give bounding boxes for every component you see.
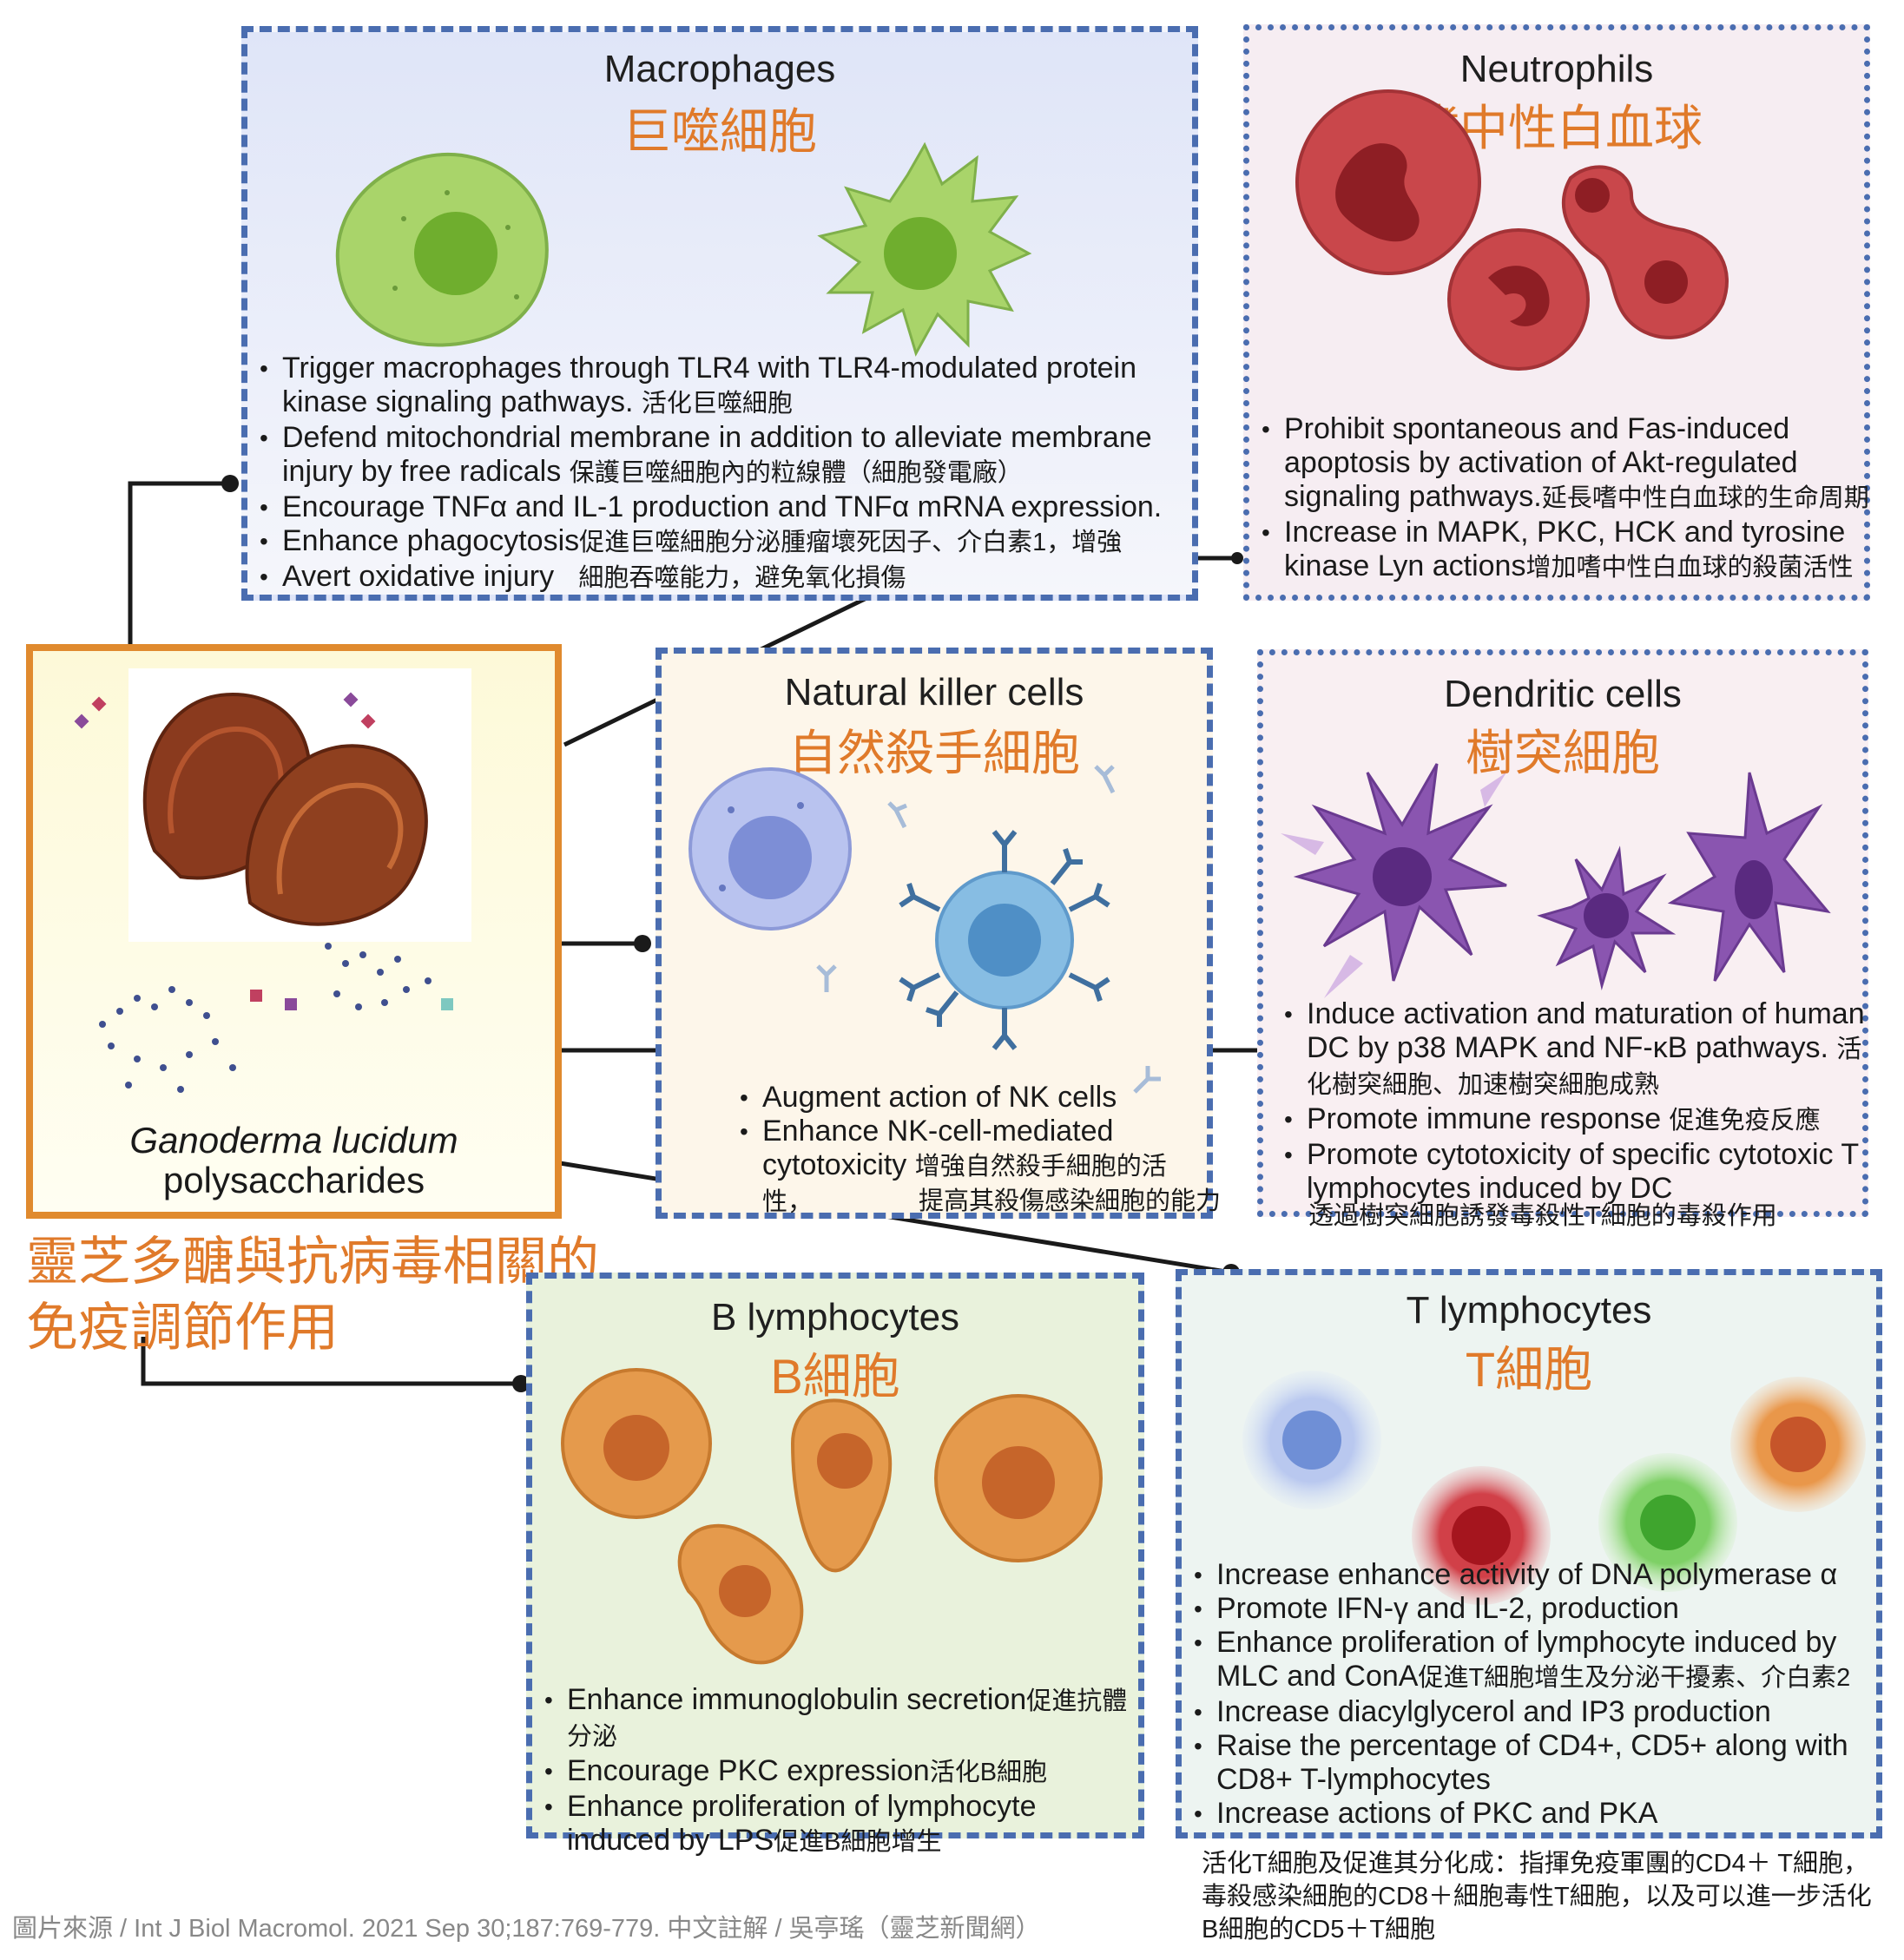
b-cells-bullets: Enhance immunoglobulin secretion促進抗體分泌 E… [544, 1683, 1143, 1859]
panel-title: Dendritic cells [1444, 673, 1682, 715]
t-cells-note-zh: 活化T細胞及促進其分化成：指揮免疫軍團的CD4＋ T細胞，毒殺感染細胞的CD8＋… [1202, 1850, 1872, 1944]
b-cells-illustration [561, 1368, 1103, 1665]
bullet: Trigger macrophages through TLR4 with TL… [260, 352, 1189, 421]
source-credit: 圖片來源 / Int J Biol Macromol. 2021 Sep 30;… [12, 1915, 1041, 1943]
center-caption-zh: 靈芝多醣與抗病毒相關的免疫調節作用 [26, 1233, 599, 1357]
panel-title: B lymphocytes [710, 1296, 960, 1338]
t-cells-bullets: Increase enhance activity of DNA polymer… [1194, 1558, 1880, 1831]
bullet: Enhance phagocytosis促進巨噬細胞分泌腫瘤壞死因子、介白素1，… [260, 524, 1189, 560]
bullet: Encourage PKC expression活化B細胞 [544, 1754, 1143, 1790]
bullet: Promote cytotoxicity of specific cytotox… [1284, 1138, 1866, 1206]
bullet: Promote IFN-γ and IL-2, production [1194, 1592, 1880, 1626]
t-cells-illustration [1242, 1371, 1866, 1605]
bullet: Prohibit spontaneous and Fas-induced apo… [1262, 412, 1869, 516]
macrophage-cells-illustration [335, 141, 1032, 357]
bullet: Promote immune response 促進免疫反應 [1284, 1102, 1866, 1138]
bullet: Enhance immunoglobulin secretion促進抗體分泌 [544, 1683, 1143, 1754]
panel-title: Macrophages [603, 48, 836, 90]
ganoderma-illustration [74, 668, 471, 1093]
nk-bullets: Augment action of NK cells Enhance NK-ce… [740, 1081, 1209, 1220]
substance-name: polysaccharides [162, 1160, 425, 1200]
bullet: Induce activation and maturation of huma… [1284, 997, 1866, 1102]
macrophages-bullets: Trigger macrophages through TLR4 with TL… [260, 352, 1189, 595]
panel-title-zh: 巨噬細胞 [623, 104, 817, 159]
neutrophil-cells-illustration [1295, 89, 1729, 371]
panel-title-zh: B細胞 [770, 1349, 900, 1404]
nk-cells-illustration [688, 765, 1161, 1094]
t-lymphocytes-panel: T lymphocytes T細胞 Increase enhance activ… [1176, 1269, 1882, 1838]
macrophages-panel: Macrophages 巨噬細胞 Trigger macrophages thr… [241, 26, 1198, 601]
bullet: Raise the percentage of CD4+, CD5+ along… [1194, 1729, 1880, 1797]
bullet: Augment action of NK cells [740, 1081, 1209, 1115]
dendritic-bullets: Induce activation and maturation of huma… [1284, 997, 1866, 1206]
bullet: Encourage TNFα and IL-1 production and T… [260, 490, 1189, 524]
panel-title: Neutrophils [1459, 48, 1654, 90]
bullet: Increase enhance activity of DNA polymer… [1194, 1558, 1880, 1592]
neutrophils-bullets: Prohibit spontaneous and Fas-induced apo… [1262, 412, 1869, 585]
bullet: Increase actions of PKC and PKA [1194, 1797, 1880, 1831]
bullet: Enhance proliferation of lymphocyte indu… [1194, 1626, 1880, 1695]
panel-title: T lymphocytes [1406, 1289, 1652, 1332]
bullet: Enhance proliferation of lymphocyte indu… [544, 1790, 1143, 1859]
panel-title-zh: T細胞 [1465, 1342, 1593, 1397]
panel-title-zh: 自然殺手細胞 [788, 726, 1080, 780]
ganoderma-panel: Ganoderma lucidum polysaccharides [26, 644, 562, 1219]
b-lymphocytes-panel: B lymphocytes B細胞 Enhance immunoglobulin… [526, 1273, 1144, 1857]
dendritic-cells-panel: Dendritic cells 樹突細胞 Induce activation a… [1257, 649, 1868, 1230]
connector-to-b-cells [141, 1337, 521, 1386]
bullet: Defend mitochondrial membrane in additio… [260, 421, 1189, 490]
species-name: Ganoderma lucidum [129, 1120, 458, 1161]
panel-title-zh: 樹突細胞 [1466, 726, 1660, 780]
nk-cells-panel: Natural killer cells 自然殺手細胞 Augment acti… [656, 648, 1221, 1220]
neutrophils-panel: Neutrophils 嗜中性白血球 Prohibit spontaneous … [1243, 24, 1870, 601]
bullet: Enhance NK-cell-mediated cytotoxicity 增強… [740, 1115, 1209, 1220]
bullet: Avert oxidative injury 細胞吞噬能力，避免氧化損傷 [260, 560, 1189, 595]
bullet: Increase diacylglycerol and IP3 producti… [1194, 1695, 1880, 1729]
dendritic-cells-illustration [1281, 763, 1831, 998]
connector-to-macrophages [128, 481, 230, 653]
nk-note-zh: 提高其殺傷感染細胞的能力 [918, 1187, 1221, 1215]
panel-title: Natural killer cells [784, 671, 1084, 714]
dendritic-note-zh: 透過樹突細胞誘發毒殺性T細胞的毒殺作用 [1308, 1202, 1777, 1230]
bullet: Increase in MAPK, PKC, HCK and tyrosine … [1262, 516, 1869, 585]
